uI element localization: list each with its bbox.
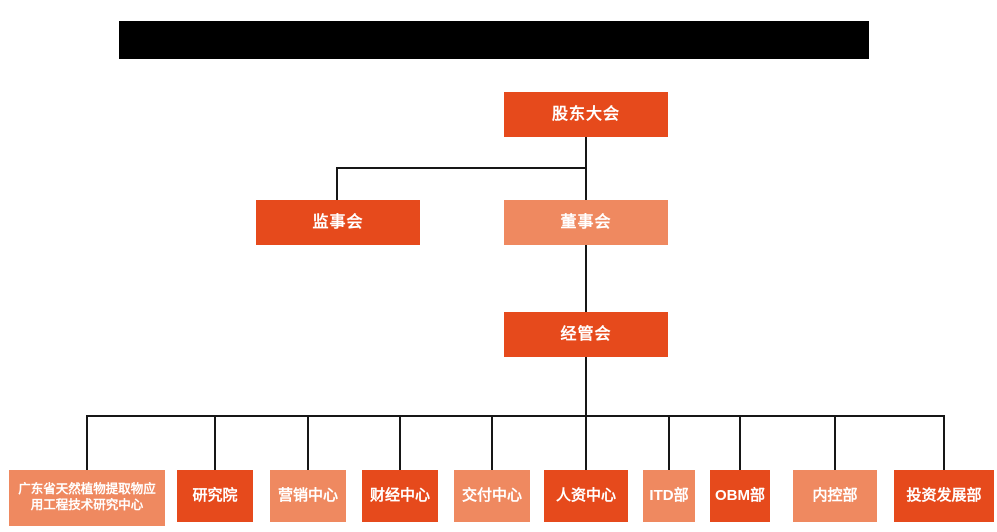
node-dept-marketing-center: 营销中心 [270,470,346,522]
connector-drop-supervisory [336,167,338,200]
connector-management-trunk [585,357,587,470]
node-shareholders-meeting: 股东大会 [504,92,668,137]
connector-drop-dept-1 [86,415,88,470]
node-management-committee: 经管会 [504,312,668,357]
connector-drop-dept-8 [739,415,741,470]
connector-drop-dept-10 [943,415,945,470]
connector-drop-dept-4 [399,415,401,470]
node-dept-research-center: 广东省天然植物提取物应用工程技术研究中心 [9,470,165,526]
connector-drop-dept-5 [491,415,493,470]
node-dept-delivery-center: 交付中心 [454,470,530,522]
connector-drop-dept-9 [834,415,836,470]
node-dept-itd: ITD部 [643,470,695,522]
connector-departments-horizontal [86,415,945,417]
connector-drop-dept-2 [214,415,216,470]
node-dept-hr-center: 人资中心 [544,470,628,522]
node-dept-finance-center: 财经中心 [362,470,438,522]
connector-branch-horizontal [336,167,587,169]
node-supervisory-board: 监事会 [256,200,420,245]
node-dept-investment-development: 投资发展部 [894,470,994,522]
redacted-title-bar [119,21,869,59]
connector-board-management [585,245,587,312]
node-dept-obm: OBM部 [710,470,770,522]
node-dept-internal-control: 内控部 [793,470,877,522]
node-board-of-directors: 董事会 [504,200,668,245]
connector-drop-dept-7 [668,415,670,470]
node-dept-research-institute: 研究院 [177,470,253,522]
connector-drop-dept-3 [307,415,309,470]
